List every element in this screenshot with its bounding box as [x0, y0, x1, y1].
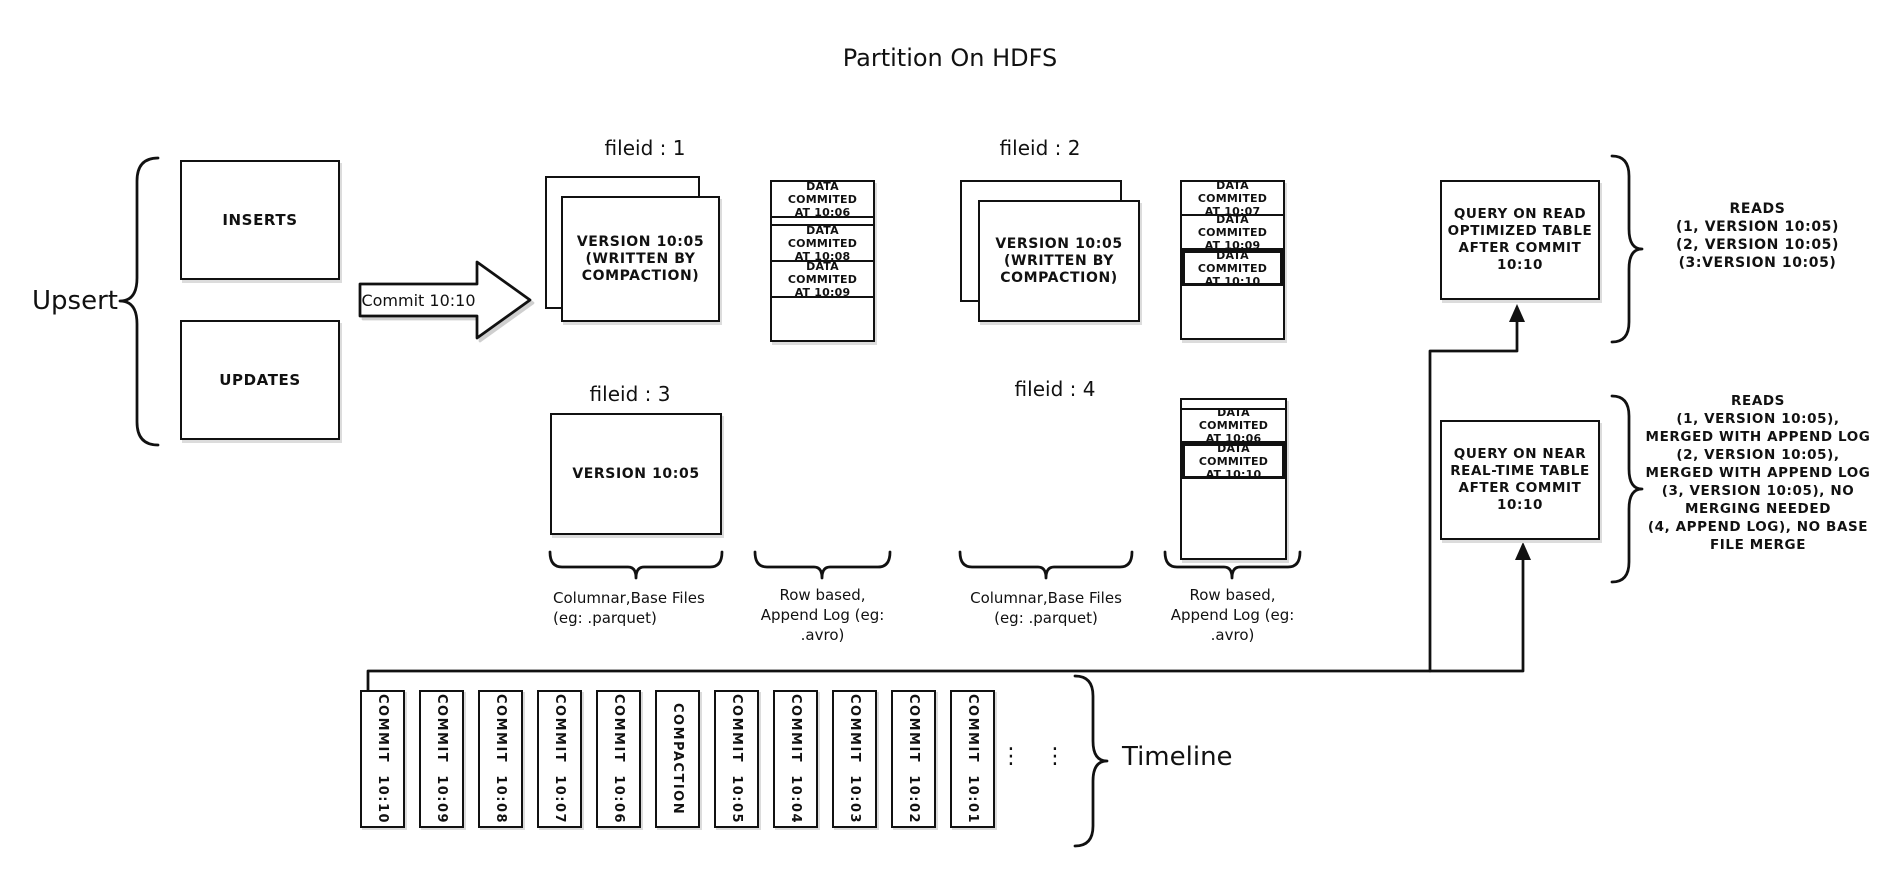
fileid-2-base-text: VERSION 10:05 (WRITTEN BY COMPACTION) — [995, 235, 1123, 286]
append-log-4-row: DATA COMMITED AT 10:06 — [1182, 406, 1285, 445]
timeline-ellipsis-1: ⋮ — [1000, 744, 1022, 769]
upsert-label: Upsert — [32, 286, 118, 316]
timeline-commit-10-05: COMMIT 10:05 — [714, 690, 759, 828]
query-near-real-time-text: QUERY ON NEAR REAL-TIME TABLE AFTER COMM… — [1450, 446, 1590, 513]
append-log-2-row: DATA COMMITED AT 10:09 — [1182, 213, 1283, 252]
append-log-4-row-latest: DATA COMMITED AT 10:10 — [1182, 442, 1285, 481]
timeline-commit-10-07: COMMIT 10:07 — [537, 690, 582, 828]
fileid-2-label: fileid : 2 — [999, 136, 1081, 160]
timeline-commit-label: COMMIT 10:08 — [493, 693, 508, 825]
timeline-compaction: COMPACTION — [655, 690, 700, 828]
diagram-title: Partition On HDFS — [842, 44, 1058, 72]
append-log-1-gap — [772, 218, 873, 226]
append-log-2-row: DATA COMMITED AT 10:07 — [1182, 179, 1283, 218]
fileid-2-base-file: VERSION 10:05 (WRITTEN BY COMPACTION) — [978, 200, 1140, 322]
append-log-1-row: DATA COMMITED AT 10:06 — [772, 180, 873, 219]
commit-arrow — [358, 260, 532, 340]
timeline-commit-10-10: COMMIT 10:10 — [360, 690, 405, 828]
inserts-box-label: INSERTS — [222, 211, 298, 229]
caption-columnar-1: Columnar,Base Files (eg: .parquet) — [553, 589, 705, 627]
updates-box: UPDATES — [180, 320, 340, 440]
timeline-commit-10-09: COMMIT 10:09 — [419, 690, 464, 828]
underbrace-columnar-2 — [958, 550, 1134, 580]
timeline-commit-10-02: COMMIT 10:02 — [891, 690, 936, 828]
caption-rowbased-1: Row based, Append Log (eg: .avro) — [760, 586, 885, 644]
timeline-commit-label: COMMIT 10:07 — [552, 693, 567, 825]
timeline-ellipsis-2: ⋮ — [1044, 744, 1066, 769]
reads-summary-near-real-time: READS (1, VERSION 10:05), MERGED WITH AP… — [1645, 393, 1871, 553]
caption-rowbased-2: Row based, Append Log (eg: .avro) — [1170, 586, 1295, 644]
append-log-2: DATA COMMITED AT 10:07 DATA COMMITED AT … — [1180, 179, 1285, 340]
query-near-real-time-box: QUERY ON NEAR REAL-TIME TABLE AFTER COMM… — [1440, 420, 1600, 540]
underbrace-rowbased-2 — [1163, 550, 1302, 580]
fileid-3-label: fileid : 3 — [589, 382, 671, 406]
fileid-3-base-text: VERSION 10:05 — [572, 466, 700, 482]
arrowhead-read-optimized — [1509, 304, 1525, 322]
query-read-optimized-text: QUERY ON READ OPTIMIZED TABLE AFTER COMM… — [1447, 206, 1593, 273]
caption-columnar-2: Columnar,Base Files (eg: .parquet) — [970, 589, 1122, 627]
timeline-commit-label: COMMIT 10:05 — [729, 693, 744, 825]
commit-arrow-label: Commit 10:10 — [361, 291, 476, 310]
updates-box-label: UPDATES — [219, 371, 301, 389]
timeline-commit-label: COMMIT 10:09 — [434, 693, 449, 825]
fileid-3-base-file: VERSION 10:05 — [550, 413, 722, 535]
timeline-commit-10-04: COMMIT 10:04 — [773, 690, 818, 828]
timeline-commit-10-06: COMMIT 10:06 — [596, 690, 641, 828]
timeline-commit-label: COMPACTION — [670, 702, 685, 816]
reads-brace-top — [1610, 154, 1644, 344]
timeline-commit-10-08: COMMIT 10:08 — [478, 690, 523, 828]
query-read-optimized-box: QUERY ON READ OPTIMIZED TABLE AFTER COMM… — [1440, 180, 1600, 300]
fileid-4-label: fileid : 4 — [1014, 377, 1096, 401]
timeline-commit-10-03: COMMIT 10:03 — [832, 690, 877, 828]
timeline-label: Timeline — [1122, 742, 1233, 772]
timeline-commit-label: COMMIT 10:06 — [611, 693, 626, 825]
connector-near-real-time — [366, 554, 1525, 692]
timeline-commit-label: COMMIT 10:10 — [375, 693, 390, 825]
append-log-4: DATA COMMITED AT 10:06 DATA COMMITED AT … — [1180, 398, 1287, 560]
reads-brace-bottom — [1610, 394, 1644, 584]
arrowhead-near-real-time — [1515, 542, 1531, 560]
timeline-commit-label: COMMIT 10:03 — [847, 693, 862, 825]
append-log-1: DATA COMMITED AT 10:06 DATA COMMITED AT … — [770, 180, 875, 342]
timeline-commit-label: COMMIT 10:02 — [906, 693, 921, 825]
timeline-commit-10-01: COMMIT 10:01 — [950, 690, 995, 828]
inserts-box: INSERTS — [180, 160, 340, 280]
fileid-1-label: fileid : 1 — [604, 136, 686, 160]
timeline-commit-label: COMMIT 10:04 — [788, 693, 803, 825]
connector-read-optimized — [1428, 316, 1519, 673]
underbrace-columnar-1 — [548, 550, 724, 580]
append-log-2-row-latest: DATA COMMITED AT 10:10 — [1182, 249, 1283, 288]
append-log-1-row: DATA COMMITED AT 10:09 — [772, 260, 873, 299]
append-log-4-gap — [1182, 400, 1285, 410]
timeline-commit-label: COMMIT 10:01 — [965, 693, 980, 825]
fileid-1-base-file: VERSION 10:05 (WRITTEN BY COMPACTION) — [561, 196, 720, 322]
fileid-1-base-text: VERSION 10:05 (WRITTEN BY COMPACTION) — [576, 233, 705, 284]
reads-summary-read-optimized: READS (1, VERSION 10:05) (2, VERSION 10:… — [1675, 201, 1840, 271]
upsert-brace — [118, 156, 160, 447]
timeline-brace — [1073, 674, 1109, 848]
append-log-1-row: DATA COMMITED AT 10:08 — [772, 224, 873, 263]
underbrace-rowbased-1 — [753, 550, 892, 580]
